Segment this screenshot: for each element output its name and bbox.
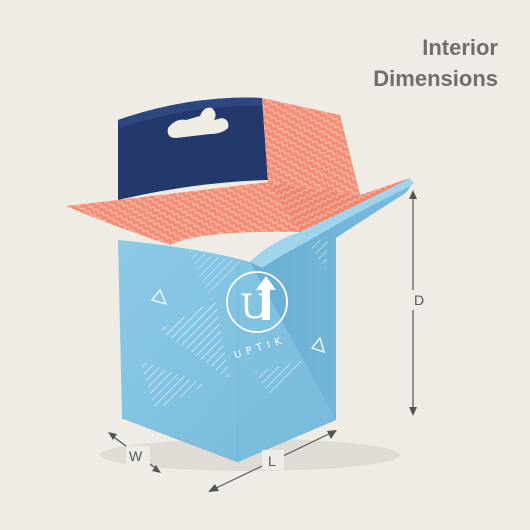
- box-side-face: [250, 178, 412, 420]
- dimension-d-gap: [405, 290, 431, 310]
- dimension-l-gap: [262, 450, 284, 470]
- dimension-w-gap: [126, 446, 150, 466]
- hang-tab: [118, 97, 268, 200]
- dimension-w-label: W: [129, 448, 143, 464]
- up-arrow-icon: [256, 276, 276, 320]
- box-graphics: [140, 236, 328, 410]
- box-interior: [66, 98, 410, 245]
- title-block: Interior Dimensions: [373, 32, 498, 94]
- dimension-d-label: D: [414, 292, 424, 308]
- title-line-1: Interior: [422, 35, 498, 60]
- hang-hole: [167, 107, 229, 138]
- title-line-2: Dimensions: [373, 66, 498, 91]
- dimension-l-label: L: [268, 453, 276, 469]
